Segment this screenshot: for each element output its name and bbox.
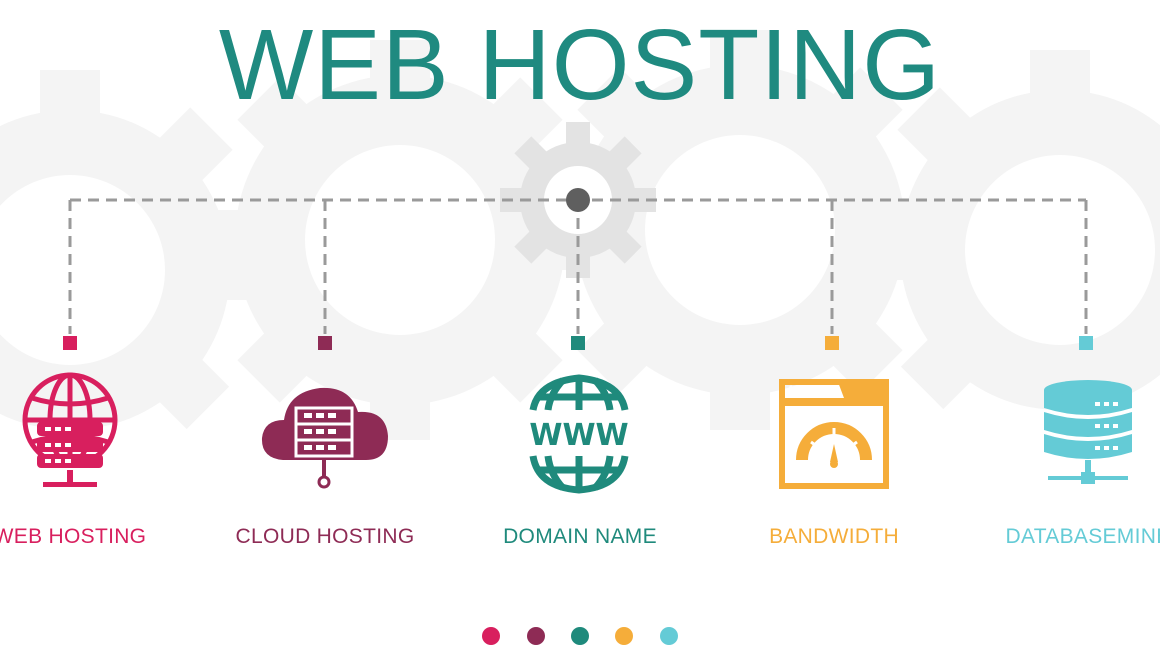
connector-square <box>318 336 332 350</box>
cloud-server-icon <box>261 387 388 489</box>
label-web-hosting: WEB HOSTING <box>0 525 147 548</box>
connector-square <box>63 336 77 350</box>
database-network-icon <box>1044 380 1132 484</box>
connector-square <box>1079 336 1093 350</box>
connector-square <box>571 336 585 350</box>
page-title: WEB HOSTING <box>218 9 942 121</box>
connector-square <box>825 336 839 350</box>
dot-domain-name <box>571 627 589 645</box>
label-bandwidth: BANDWIDTH <box>769 525 899 548</box>
dot-web-hosting <box>482 627 500 645</box>
dot-databasemine <box>660 627 678 645</box>
dot-bandwidth <box>615 627 633 645</box>
svg-text:WWW: WWW <box>529 418 628 453</box>
label-cloud-hosting: CLOUD HOSTING <box>235 525 415 548</box>
hub-dot <box>566 188 590 212</box>
www-globe-icon: WWW <box>529 374 629 494</box>
label-databasemine: DATABASEMINE <box>1005 525 1160 548</box>
globe-server-icon <box>22 372 118 487</box>
dot-cloud-hosting <box>527 627 545 645</box>
large-gears <box>0 65 1160 430</box>
label-domain-name: DOMAIN NAME <box>503 525 657 548</box>
speedometer-window-icon <box>779 379 889 489</box>
